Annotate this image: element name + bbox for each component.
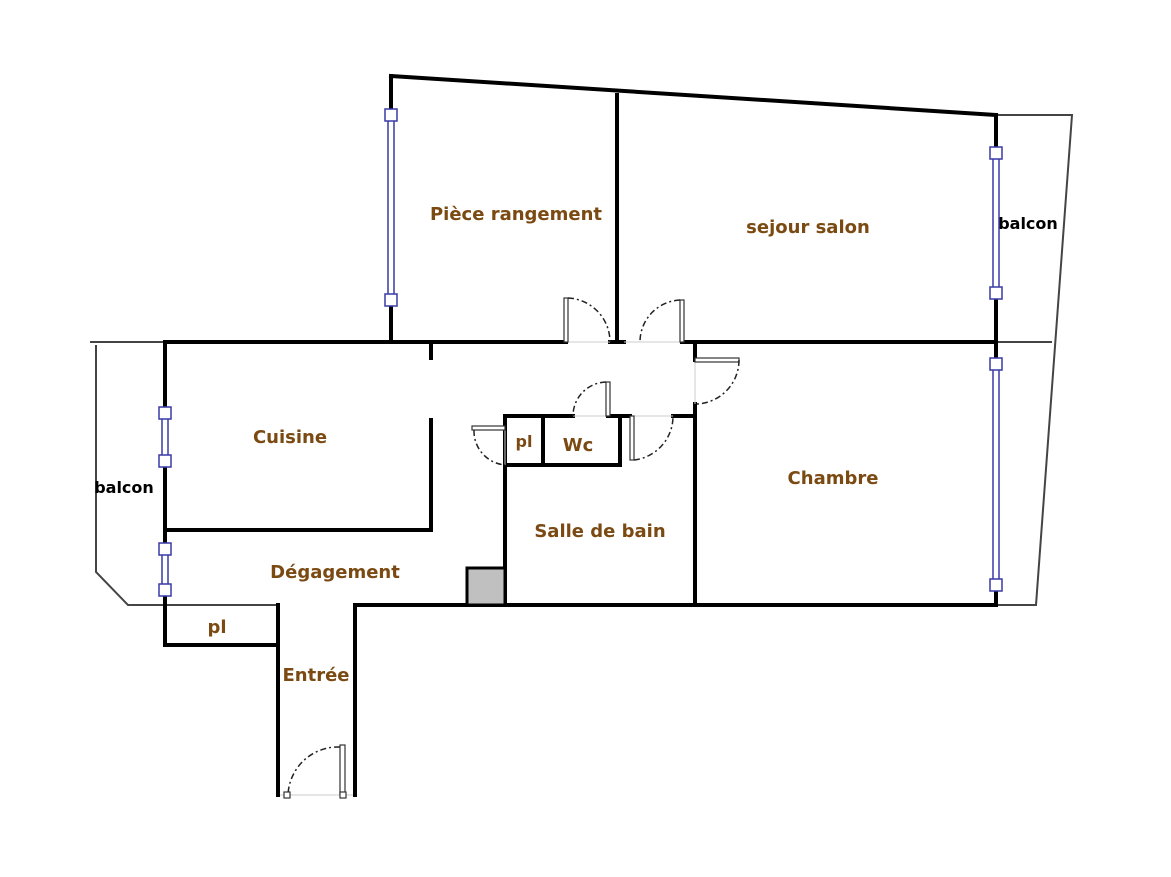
room-label-entree: Entrée bbox=[282, 665, 349, 686]
room-label-degagement: Dégagement bbox=[270, 562, 400, 583]
room-label-balcon-right: balcon bbox=[998, 214, 1058, 233]
room-label-wc: Wc bbox=[563, 435, 594, 456]
room-label-pl-entree: pl bbox=[207, 617, 226, 638]
room-label-cuisine: Cuisine bbox=[253, 427, 327, 448]
room-label-balcon-left: balcon bbox=[94, 478, 154, 497]
windows bbox=[158, 108, 1003, 597]
door-thresholds bbox=[280, 341, 696, 796]
duct-block bbox=[465, 566, 507, 607]
balcony-outlines bbox=[90, 114, 1074, 606]
room-label-piece-rangement: Pièce rangement bbox=[430, 204, 602, 225]
room-label-sejour-salon: sejour salon bbox=[746, 217, 870, 238]
room-label-salle-de-bain: Salle de bain bbox=[534, 521, 665, 542]
doors bbox=[283, 297, 740, 799]
room-label-chambre: Chambre bbox=[788, 468, 879, 489]
room-label-pl-small: pl bbox=[516, 432, 533, 451]
